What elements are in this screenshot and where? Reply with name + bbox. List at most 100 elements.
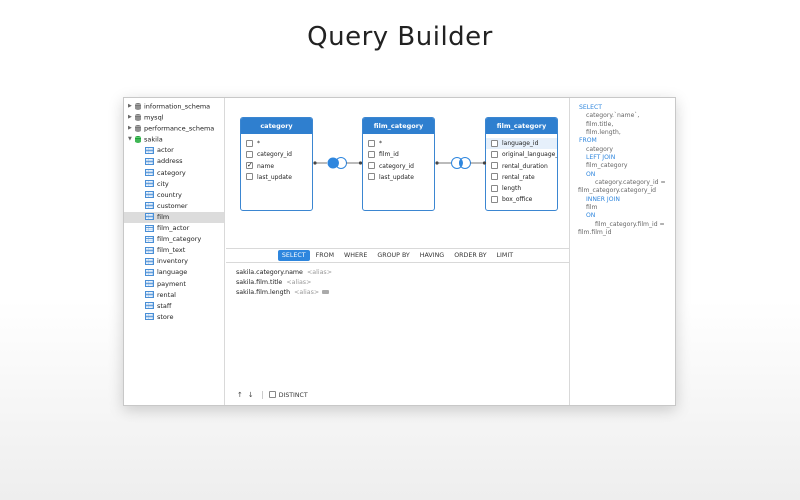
sidebar-table-customer[interactable]: customer xyxy=(124,201,224,212)
sidebar-table-label: film xyxy=(157,212,170,221)
join-endpoint-dot xyxy=(482,161,487,165)
column-checkbox[interactable] xyxy=(491,150,498,158)
column-label: box_office xyxy=(502,196,533,204)
alias-input[interactable]: <alias> xyxy=(286,279,312,286)
column-checkbox[interactable] xyxy=(246,173,253,181)
select-field-row[interactable]: sakila.category.name<alias> xyxy=(226,268,569,278)
alias-input[interactable]: <alias> xyxy=(306,269,332,276)
sql-line: film.film_id xyxy=(578,229,612,237)
sidebar-table-store[interactable]: store xyxy=(124,312,224,323)
app-window: ▶ information_schema▶mysql▶performance_sc… xyxy=(123,97,676,406)
column-row[interactable]: * xyxy=(241,138,312,149)
column-label: rental_rate xyxy=(502,173,535,181)
sql-line: film_category.category_id xyxy=(578,187,657,195)
sidebar-table-film-actor[interactable]: film_actor xyxy=(124,223,224,234)
table-card-header[interactable]: film_category xyxy=(363,118,434,134)
sidebar-database-information-schema[interactable]: ▶ information_schema xyxy=(124,101,224,112)
column-label: last_update xyxy=(379,173,414,181)
tab-select[interactable]: SELECT xyxy=(277,250,310,261)
column-row[interactable]: name xyxy=(241,160,312,172)
tab-group-by[interactable]: GROUP BY xyxy=(377,252,410,259)
tab-limit[interactable]: LIMIT xyxy=(496,252,514,259)
table-card-film-category[interactable]: film_category *film_id category_id last_up… xyxy=(362,117,435,211)
column-row[interactable]: film_id xyxy=(363,149,434,160)
column-checkbox[interactable] xyxy=(368,139,375,147)
tab-order-by[interactable]: ORDER BY xyxy=(454,252,487,259)
sql-keyword: LEFT JOIN xyxy=(586,154,616,162)
column-checkbox[interactable] xyxy=(491,162,498,170)
column-row[interactable]: category_id xyxy=(241,149,312,160)
tab-where[interactable]: WHERE xyxy=(344,252,368,259)
sidebar-table-city[interactable]: city xyxy=(124,179,224,190)
sidebar-database-performance-schema[interactable]: ▶performance_schema xyxy=(124,123,224,134)
field-name: sakila.category.name xyxy=(236,269,303,276)
sidebar-table-address[interactable]: address xyxy=(124,156,224,167)
sidebar-table-inventory[interactable]: inventory xyxy=(124,256,224,267)
distinct-checkbox[interactable] xyxy=(268,391,276,398)
column-checkbox[interactable] xyxy=(491,184,498,192)
sidebar-database-sakila[interactable]: ▼sakila xyxy=(124,134,224,145)
sidebar-database-mysql[interactable]: ▶mysql xyxy=(124,112,224,123)
table-card-header[interactable]: category xyxy=(241,118,312,134)
column-checkbox[interactable] xyxy=(246,150,253,158)
column-row[interactable]: language_id xyxy=(486,138,557,150)
column-checkbox[interactable] xyxy=(491,173,498,181)
chevron-right-icon[interactable]: ▶ xyxy=(128,125,132,132)
arrow-up-icon[interactable]: ↑ xyxy=(237,391,243,399)
chevron-down-icon[interactable]: ▼ xyxy=(128,136,132,143)
column-checkbox[interactable] xyxy=(491,139,498,147)
sql-keyword: ON xyxy=(586,170,596,178)
column-row[interactable]: category_id xyxy=(363,161,434,172)
sidebar-table-film-category[interactable]: film_category xyxy=(124,234,224,245)
column-row[interactable]: rental_rate xyxy=(486,172,557,183)
tab-from[interactable]: FROM xyxy=(315,252,335,259)
arrow-down-icon[interactable]: ↓ xyxy=(247,391,254,399)
sidebar-table-category[interactable]: category xyxy=(124,168,224,179)
table-icon xyxy=(145,280,154,287)
select-field-row[interactable]: sakila.film.length<alias> xyxy=(226,288,569,298)
column-label: language_id xyxy=(502,140,539,147)
sidebar-table-country[interactable]: country xyxy=(124,190,224,201)
column-label: original_language_id xyxy=(502,151,558,159)
column-checkbox[interactable] xyxy=(246,139,253,147)
join-connector-left[interactable] xyxy=(313,156,363,170)
select-field-row[interactable]: sakila.film.title<alias> xyxy=(226,278,569,288)
column-row[interactable]: last_update xyxy=(241,172,312,183)
sidebar-table-payment[interactable]: payment xyxy=(124,279,224,290)
sidebar-table-film-text[interactable]: film_text xyxy=(124,245,224,256)
table-card-category[interactable]: category * category_idnamelast_update xyxy=(240,117,313,211)
table-icon xyxy=(145,235,154,243)
column-checkbox[interactable] xyxy=(368,150,375,158)
column-checkbox[interactable] xyxy=(246,160,253,171)
column-checkbox[interactable] xyxy=(491,195,498,203)
tab-having[interactable]: HAVING xyxy=(419,252,445,259)
sidebar-table-rental[interactable]: rental xyxy=(124,290,224,301)
column-label: category_id xyxy=(379,162,414,170)
column-row[interactable]: * xyxy=(363,138,434,149)
column-label: category_id xyxy=(257,151,292,159)
column-row[interactable]: original_language_id xyxy=(486,149,557,160)
sql-preview[interactable]: SELECT category.`name`, film.title, film… xyxy=(569,98,675,405)
sidebar-table-film[interactable]: film xyxy=(124,211,224,224)
table-card-header[interactable]: film_category xyxy=(486,118,557,134)
sidebar-table-label: category xyxy=(157,168,186,177)
column-checkbox[interactable] xyxy=(368,173,375,181)
join-connector-right[interactable] xyxy=(435,156,487,170)
sidebar-table-staff[interactable]: staff xyxy=(124,301,224,312)
table-card-film[interactable]: film_category language_id original_langua… xyxy=(485,117,558,211)
alias-input[interactable]: <alias> xyxy=(294,289,320,296)
chevron-right-icon[interactable]: ▶ xyxy=(128,114,132,121)
table-icon xyxy=(145,246,154,254)
sidebar-database-label: information_schema xyxy=(144,102,211,111)
column-row[interactable]: box_office xyxy=(486,194,557,205)
chevron-right-icon[interactable]: ▶ xyxy=(128,103,132,109)
sidebar-table-actor[interactable]: actor xyxy=(124,145,224,156)
column-row[interactable]: length xyxy=(486,183,557,194)
column-row[interactable]: rental_duration xyxy=(486,161,557,172)
sidebar-table-language[interactable]: language xyxy=(124,267,224,278)
keyboard-icon[interactable] xyxy=(322,289,330,295)
column-checkbox[interactable] xyxy=(368,162,375,170)
column-row[interactable]: last_update xyxy=(363,172,434,183)
table-icon xyxy=(145,169,154,177)
diagram-canvas[interactable]: category *category_idnamelast_update fil… xyxy=(226,98,569,248)
